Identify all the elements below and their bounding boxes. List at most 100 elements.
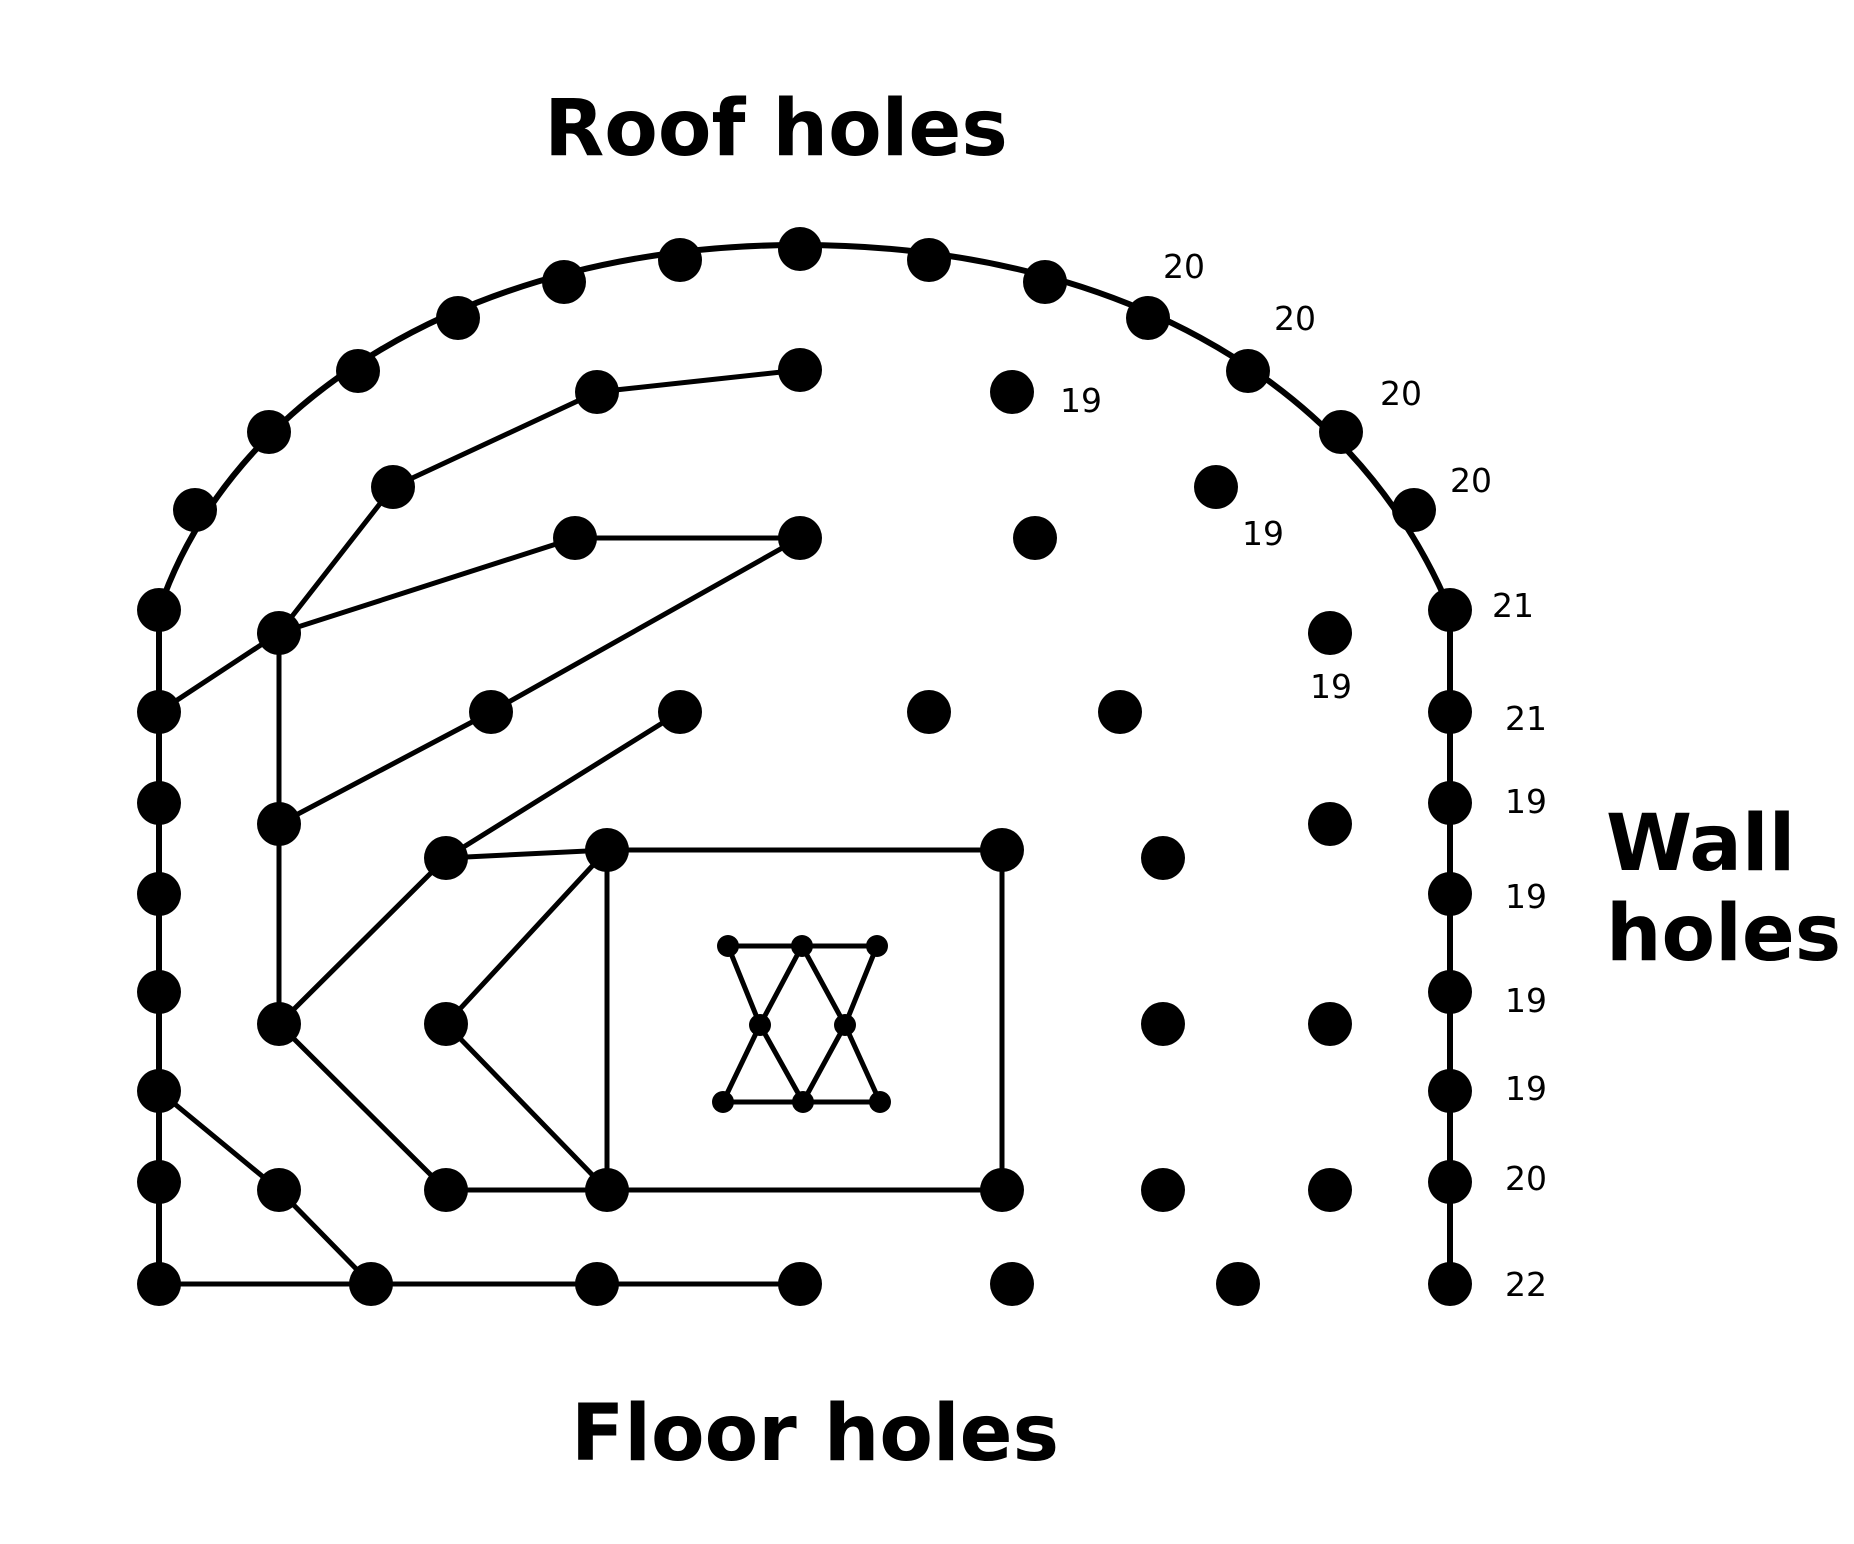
left-wall-hole [137,690,181,734]
interior-hole [257,1168,301,1212]
floor-hole [349,1262,393,1306]
right-wall-hole [1428,690,1472,734]
interior-hole [424,1002,468,1046]
cut-hole [869,1091,891,1113]
interior-hole [371,465,415,509]
left-wall-hole [137,1160,181,1204]
roof-hole [1126,296,1170,340]
left-wall-hole [137,970,181,1014]
unconnected-hole [907,690,951,734]
line-upper-left [157,535,800,715]
floor-holes [137,1262,1472,1306]
line-chevron-outer [275,709,682,1193]
unconnected-hole [1308,1168,1352,1212]
unconnected-hole [990,370,1034,414]
right-wall-hole [1428,872,1472,916]
floor-hole [137,1262,181,1306]
roof-hole [247,410,291,454]
cut-hole [834,1014,856,1036]
cut-pattern [720,943,883,1105]
line-chevron-inner [442,847,613,1192]
right-wall-hole [1428,1160,1472,1204]
right-wall-hole [1428,1069,1472,1113]
cut-hole [791,935,813,957]
interior-hole [980,828,1024,872]
interior-hole [778,516,822,560]
roof-hole [1226,349,1270,393]
floor-hole [1216,1262,1260,1306]
hole-number: 19 [1505,877,1547,916]
interior-hole [257,611,301,655]
floor-hole [1428,1262,1472,1306]
hole-number: 19 [1505,1069,1547,1108]
left-wall-holes [137,588,181,1204]
wall-holes-title-line2: holes [1606,889,1841,979]
line-diagonal-mid [277,535,802,827]
hole-number: 19 [1505,782,1547,821]
cut-hole [792,1091,814,1113]
roof-hole [336,349,380,393]
unconnected-holes [907,370,1352,1212]
interior-hole [553,516,597,560]
roof-hole [173,488,217,532]
interior-hole [257,1002,301,1046]
hole-number: 19 [1310,667,1352,706]
roof-hole [542,260,586,304]
unconnected-hole [1308,1002,1352,1046]
unconnected-hole [1141,1168,1185,1212]
interior-hole [424,836,468,880]
roof-hole [1392,488,1436,532]
line-arc-inner [277,367,801,635]
cut-hole [866,935,888,957]
roof-holes [173,227,1436,532]
right-wall-holes [1428,588,1472,1204]
interior-hole [658,690,702,734]
left-wall-hole [137,781,181,825]
interior-hole [980,1168,1024,1212]
hole-number: 20 [1380,374,1422,413]
roof-hole [1319,410,1363,454]
interior-hole [585,1168,629,1212]
unconnected-hole [1308,611,1352,655]
interior-hole [575,370,619,414]
left-wall-hole [137,588,181,632]
interior-hole [257,802,301,846]
roof-holes-title: Roof holes [544,84,1008,174]
hole-number: 19 [1242,514,1284,553]
interior-hole [424,1168,468,1212]
hole-number: 21 [1505,699,1547,738]
interior-hole [585,828,629,872]
right-wall-hole [1428,588,1472,632]
hole-number: 20 [1274,299,1316,338]
unconnected-hole [1194,465,1238,509]
cut-hole [717,935,739,957]
wall-holes-title-line1: Wall [1606,799,1795,889]
hole-number-labels: 20 20 20 20 21 21 19 19 19 19 20 22 19 1… [1060,247,1547,1304]
cut-holes [712,935,891,1113]
hole-number: 20 [1505,1159,1547,1198]
roof-hole [436,296,480,340]
cut-hole [749,1014,771,1036]
cut-hole [712,1091,734,1113]
tunnel-profile [156,241,1453,1284]
roof-hole [1023,260,1067,304]
hole-number: 19 [1060,381,1102,420]
roof-hole [658,238,702,282]
hole-number: 20 [1450,461,1492,500]
hole-number: 21 [1492,586,1534,625]
unconnected-hole [1013,516,1057,560]
unconnected-hole [1141,1002,1185,1046]
left-wall-hole [137,1069,181,1113]
unconnected-hole [1141,836,1185,880]
hole-number: 20 [1163,247,1205,286]
line-box [604,847,1005,1193]
roof-hole [778,227,822,271]
floor-hole [575,1262,619,1306]
interior-hole [778,348,822,392]
interior-holes [257,348,1024,1212]
floor-hole [990,1262,1034,1306]
right-wall-hole [1428,781,1472,825]
hole-number: 19 [1505,981,1547,1020]
left-wall-hole [137,872,181,916]
floor-hole [778,1262,822,1306]
